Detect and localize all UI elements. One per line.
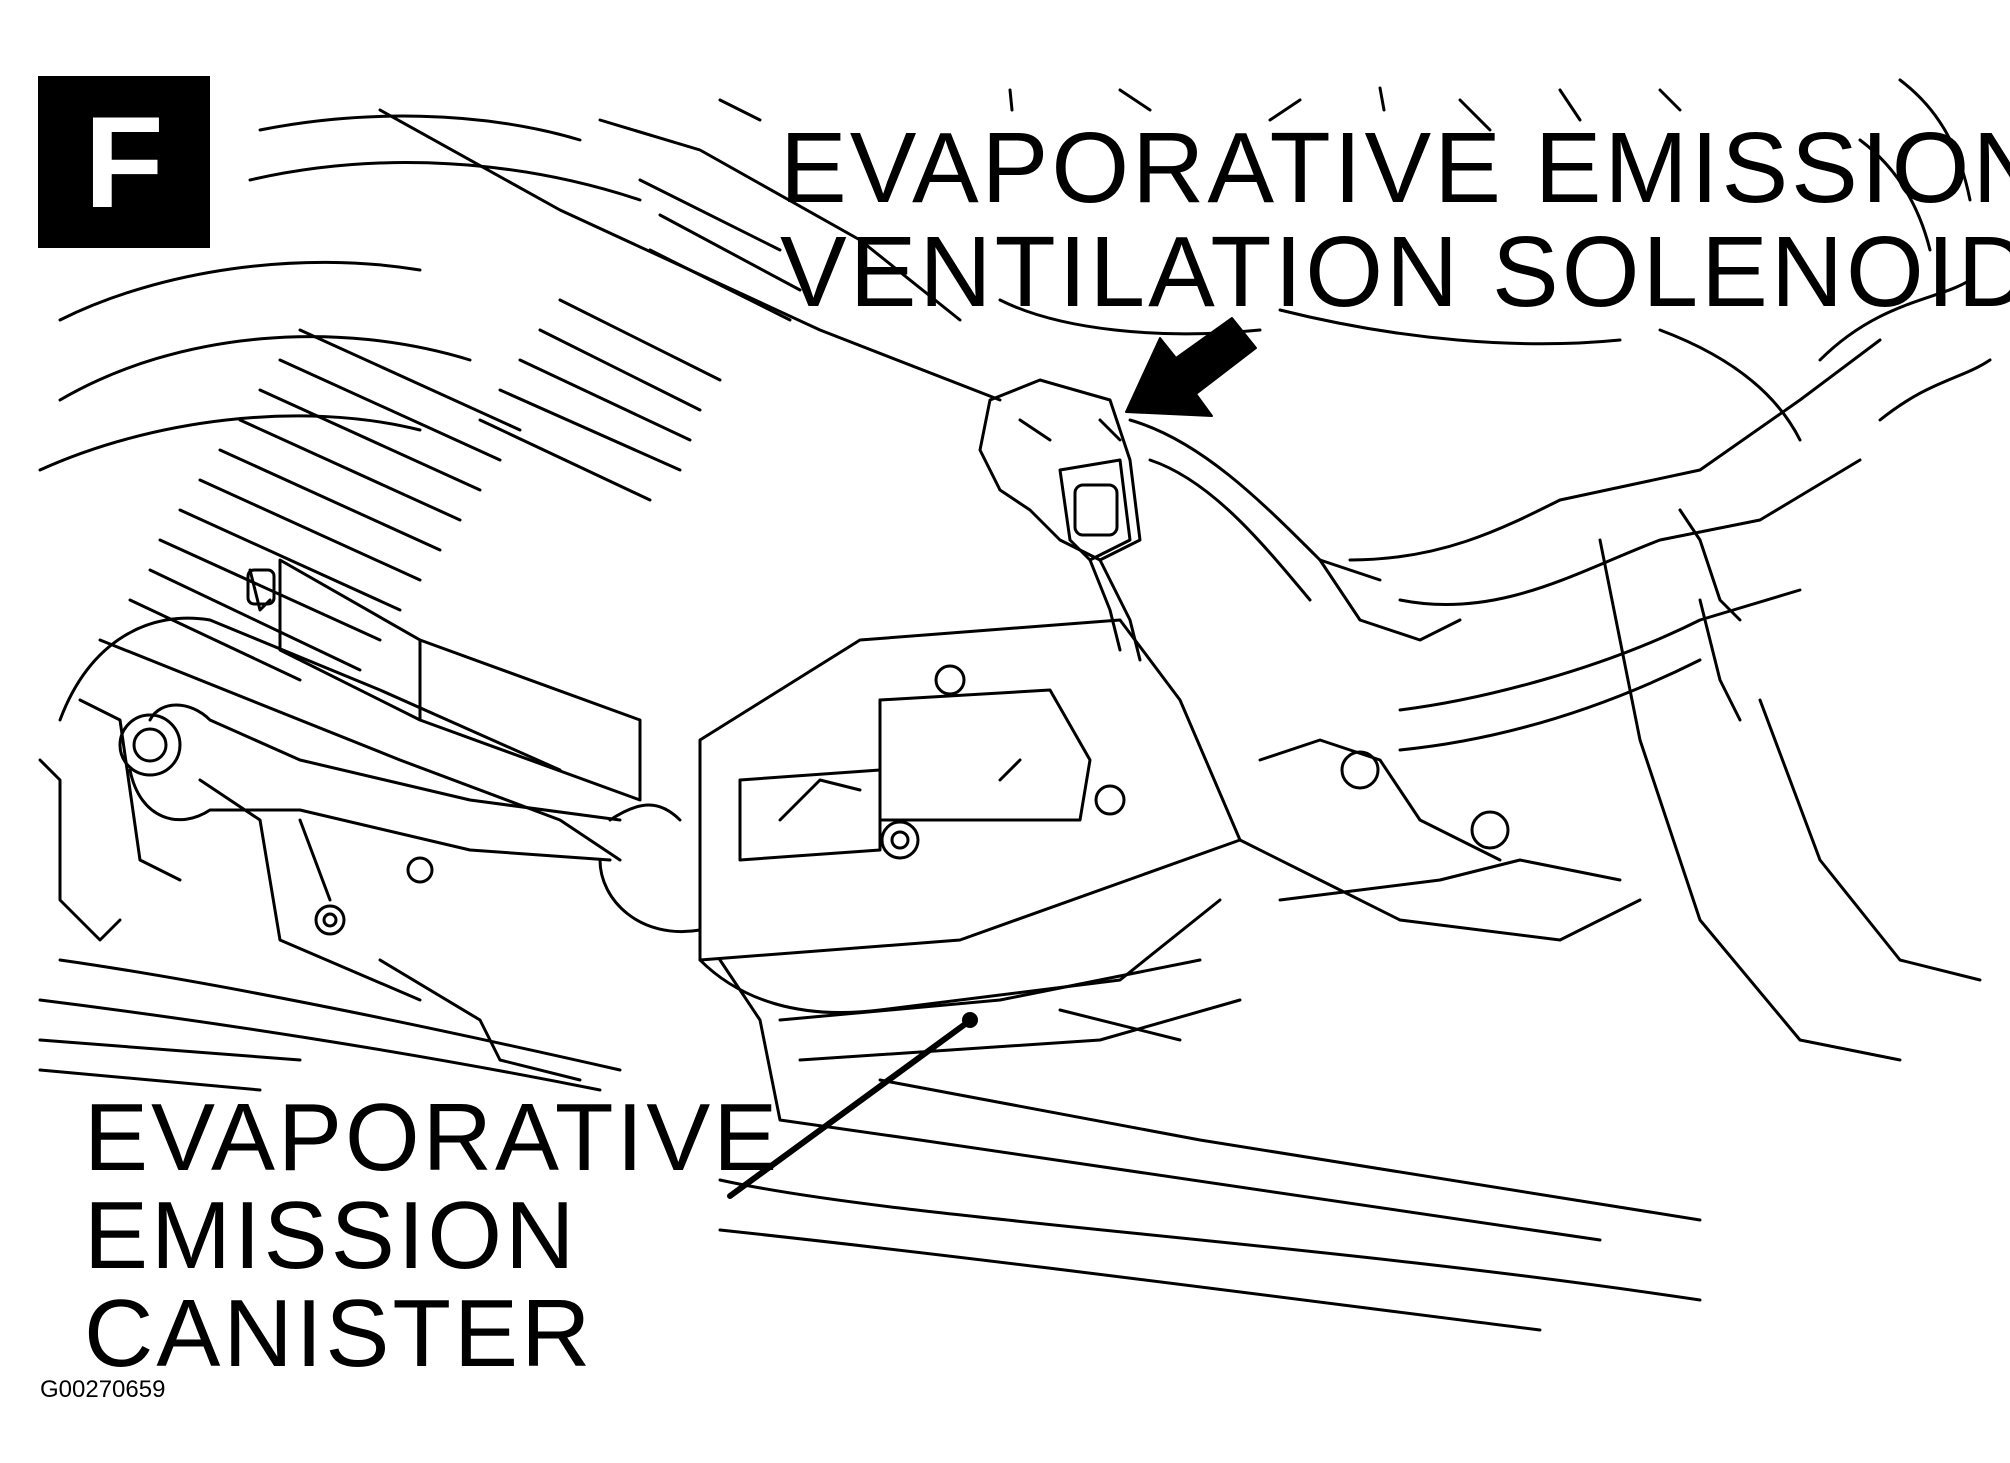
solenoid-pointer-arrow <box>1125 317 1257 417</box>
canister-callout-line-2: EMISSION <box>84 1182 578 1289</box>
canister-callout-line-1: EVAPORATIVE <box>84 1084 781 1191</box>
figure-badge-letter: F <box>84 89 164 235</box>
left-hose-drawing <box>118 703 702 933</box>
figure-badge: F <box>38 76 210 248</box>
canister-callout-line-3: CANISTER <box>84 1280 594 1387</box>
solenoid-connector-drawing <box>978 378 1142 662</box>
solenoid-callout-line-2: VENTILATION SOLENOID <box>780 216 2010 328</box>
solenoid-callout-line-1: EVAPORATIVE EMISSION <box>780 112 2010 224</box>
frame-rail-drawing <box>38 108 1002 1092</box>
solenoid-callout-label: EVAPORATIVE EMISSION VENTILATION SOLENOI… <box>780 118 2010 322</box>
figure-id-label: G00270659 <box>40 1376 166 1403</box>
canister-leader-dot <box>962 1012 978 1028</box>
canister-body-drawing <box>698 618 1702 1332</box>
canister-leader-line <box>727 1019 971 1199</box>
right-hose-drawing <box>1128 278 1992 1062</box>
canister-callout-label: EVAPORATIVE EMISSION CANISTER <box>84 1090 780 1382</box>
